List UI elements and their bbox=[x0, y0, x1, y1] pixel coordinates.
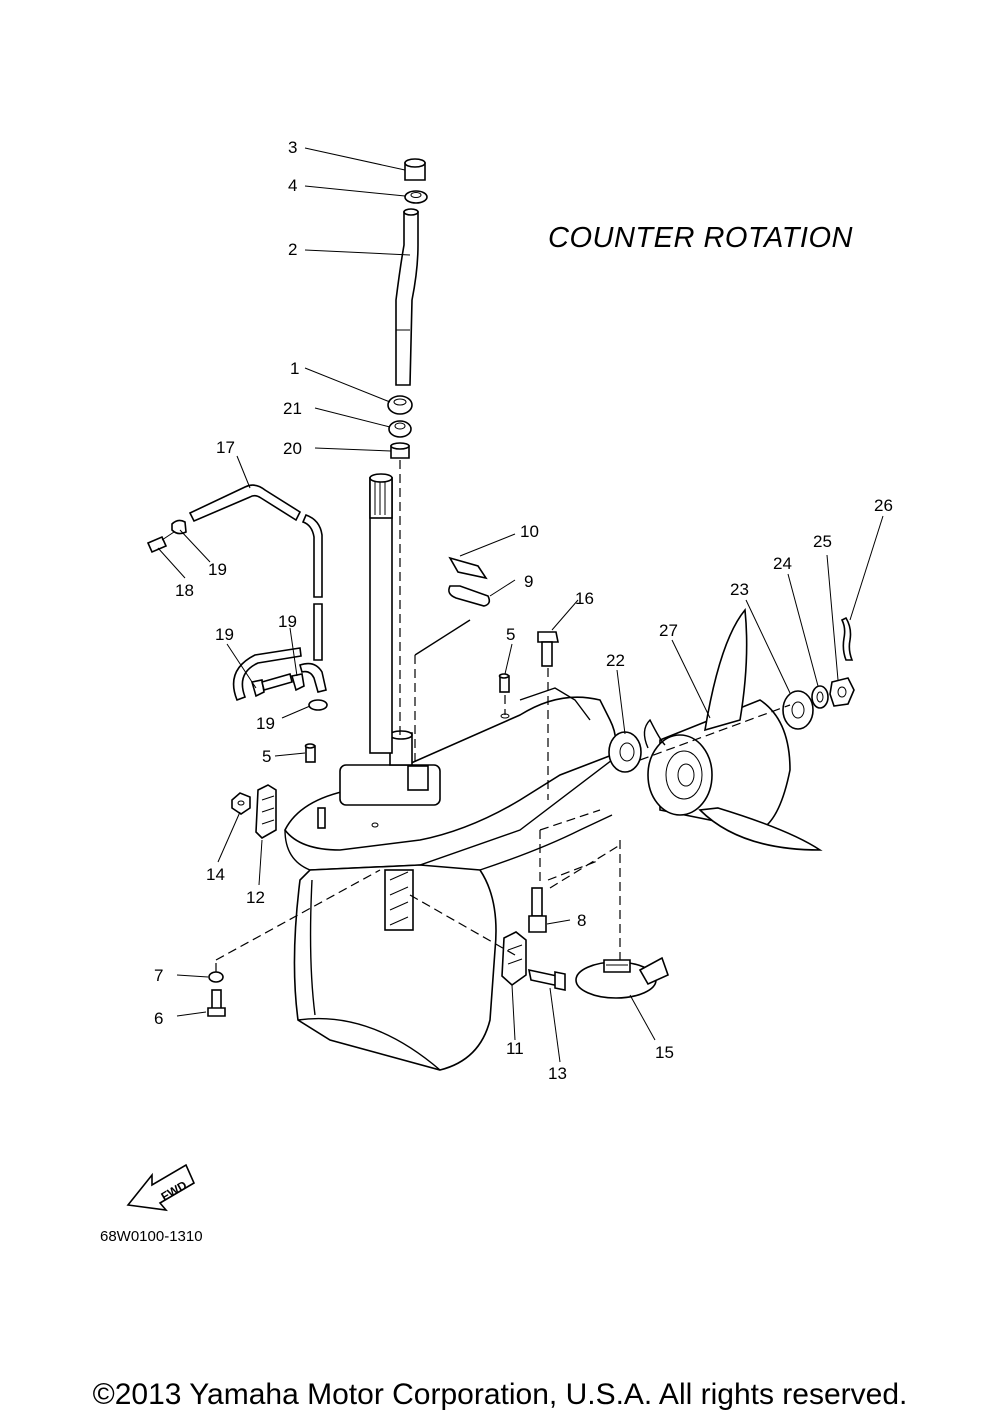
callout-16: 16 bbox=[575, 589, 594, 608]
hose-assembly bbox=[146, 484, 328, 711]
callout-14: 14 bbox=[206, 865, 225, 884]
fwd-arrow-icon: FWD bbox=[126, 1163, 196, 1212]
callout-17: 17 bbox=[216, 438, 235, 457]
copyright-notice: ©2013 Yamaha Motor Corporation, U.S.A. A… bbox=[92, 1378, 908, 1411]
assembly-lines bbox=[215, 460, 791, 972]
callout-19b: 19 bbox=[215, 625, 234, 644]
callout-8: 8 bbox=[577, 911, 586, 930]
callout-1: 1 bbox=[290, 359, 299, 378]
callout-15: 15 bbox=[655, 1043, 674, 1062]
callout-7: 7 bbox=[154, 966, 163, 985]
callout-13: 13 bbox=[548, 1064, 567, 1083]
callout-18: 18 bbox=[175, 581, 194, 600]
callout-2: 2 bbox=[288, 240, 297, 259]
callout-3: 3 bbox=[288, 138, 297, 157]
diagram-heading: COUNTER ROTATION bbox=[548, 222, 853, 254]
callout-5b: 5 bbox=[506, 625, 515, 644]
callout-5a: 5 bbox=[262, 747, 271, 766]
grommets bbox=[387, 158, 428, 459]
callout-24: 24 bbox=[773, 554, 792, 573]
callout-labels: 3 4 2 1 21 20 17 19 18 19 19 19 5 5 10 9… bbox=[154, 138, 893, 1083]
callout-9: 9 bbox=[524, 572, 533, 591]
callout-25: 25 bbox=[813, 532, 832, 551]
callout-10: 10 bbox=[520, 522, 539, 541]
callout-20: 20 bbox=[283, 439, 302, 458]
callout-23: 23 bbox=[730, 580, 749, 599]
callout-12: 12 bbox=[246, 888, 265, 907]
callout-4: 4 bbox=[288, 176, 297, 195]
callout-6: 6 bbox=[154, 1009, 163, 1028]
small-parts-center bbox=[448, 556, 669, 999]
leader-lines bbox=[157, 147, 884, 1063]
callout-26: 26 bbox=[874, 496, 893, 515]
callout-22: 22 bbox=[606, 651, 625, 670]
propeller-assembly bbox=[608, 608, 855, 851]
small-parts-left bbox=[207, 673, 510, 1017]
callout-27: 27 bbox=[659, 621, 678, 640]
diagram-code: 68W0100-1310 bbox=[100, 1228, 203, 1245]
callout-11: 11 bbox=[506, 1039, 524, 1058]
lower-unit-housing bbox=[284, 687, 617, 1071]
callout-19c: 19 bbox=[278, 612, 297, 631]
callout-19d: 19 bbox=[256, 714, 275, 733]
callout-21: 21 bbox=[283, 399, 302, 418]
callout-19a: 19 bbox=[208, 560, 227, 579]
drive-shaft bbox=[369, 473, 393, 754]
water-tube bbox=[395, 208, 419, 386]
